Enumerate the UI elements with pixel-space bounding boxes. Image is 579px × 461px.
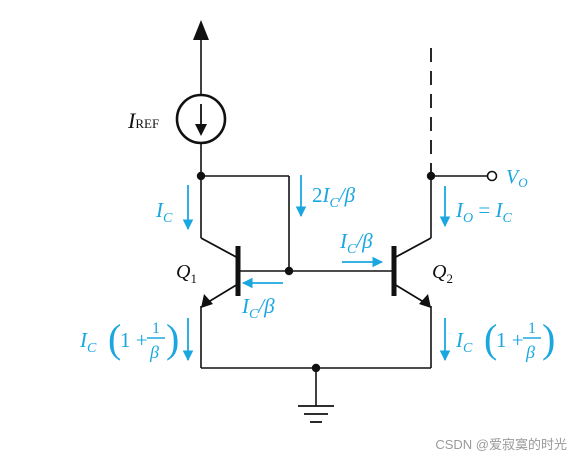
svg-text:β: β <box>525 342 535 362</box>
ic-left-label: IC <box>155 198 173 226</box>
io-equals-ic-label: IO = IC <box>455 198 512 226</box>
current-source-arrow-icon <box>195 104 207 136</box>
ic-beta-left-label: IC/β <box>241 294 275 322</box>
transistor-q1 <box>200 237 241 308</box>
emitter-right-label: IC ( 1 + 1 β ) <box>455 316 555 362</box>
junction-dots <box>196 171 436 373</box>
current-source <box>175 93 227 145</box>
current-arrows <box>182 175 451 362</box>
svg-text:(: ( <box>484 316 497 361</box>
wires <box>200 38 488 406</box>
svg-text:): ) <box>542 316 555 361</box>
svg-text:1: 1 <box>528 320 536 337</box>
output-terminal-icon <box>486 170 498 182</box>
svg-text:(: ( <box>108 316 121 361</box>
q1-label: Q1 <box>176 261 197 286</box>
svg-text:1 +: 1 + <box>120 328 148 352</box>
svg-text:): ) <box>166 316 179 361</box>
supply-arrow-icon <box>193 20 209 40</box>
transistor-q2 <box>391 237 432 308</box>
vo-label: VO <box>506 166 528 190</box>
svg-text:1 +: 1 + <box>496 328 524 352</box>
ground-icon <box>298 405 334 423</box>
q2-label: Q2 <box>432 261 453 286</box>
svg-text:β: β <box>149 342 159 362</box>
ic-beta-right-label: IC/β <box>339 229 373 257</box>
iref-label: IREF <box>127 108 159 133</box>
emitter-left-label: IC ( 1 + 1 β ) <box>79 316 179 362</box>
svg-text:IC: IC <box>455 328 473 356</box>
watermark: CSDN @爱寂寞的时光 <box>435 437 567 452</box>
svg-text:1: 1 <box>152 320 160 337</box>
two-ic-beta-label: 2IC/β <box>312 183 356 211</box>
svg-text:IC: IC <box>79 328 97 356</box>
